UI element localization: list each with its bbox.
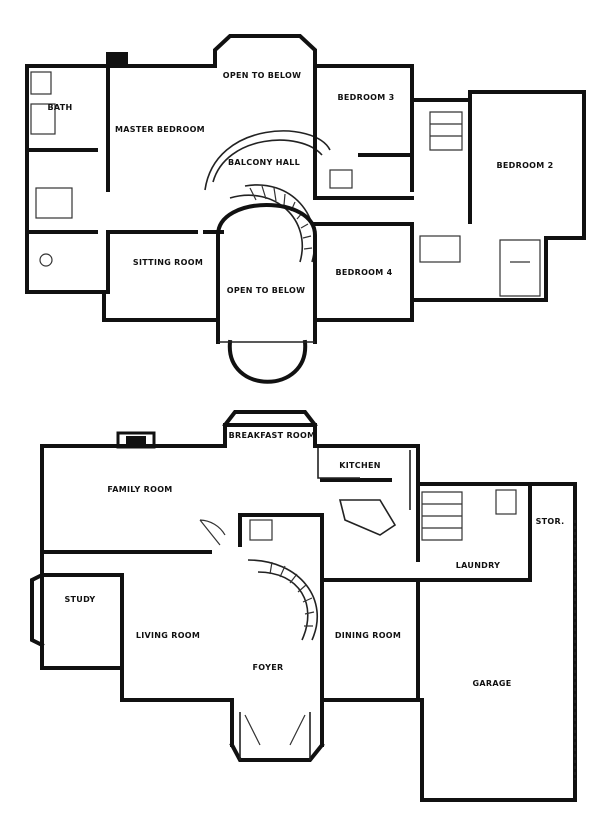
chimney-main: [116, 431, 156, 449]
svg-text:MASTER BEDROOM: MASTER BEDROOM: [115, 125, 205, 134]
svg-text:BEDROOM 3: BEDROOM 3: [338, 93, 395, 102]
main-floor-plan: BREAKFAST ROOM KITCHEN FAMILY ROOM STUDY…: [30, 410, 577, 802]
svg-text:BEDROOM 2: BEDROOM 2: [497, 161, 554, 170]
balcony-rail: [204, 130, 331, 191]
room-label-laundry: LAUNDRY: [456, 561, 501, 570]
room-label-family-room: FAMILY ROOM: [107, 485, 172, 494]
svg-text:DINING ROOM: DINING ROOM: [335, 631, 401, 640]
svg-text:FAMILY ROOM: FAMILY ROOM: [107, 485, 172, 494]
room-label-dining-room: DINING ROOM: [335, 631, 401, 640]
room-label-bedroom-3: BEDROOM 3: [338, 93, 395, 102]
main-interior-walls: [40, 478, 532, 702]
upper-open-below-arch: [216, 203, 317, 344]
upper-floor-plan: BATH MASTER BEDROOM OPEN TO BELOW BALCON…: [25, 34, 586, 384]
room-label-living-room: LIVING ROOM: [136, 631, 200, 640]
room-label-foyer: FOYER: [253, 663, 284, 672]
svg-text:LAUNDRY: LAUNDRY: [456, 561, 501, 570]
chimney-upper: [106, 52, 128, 66]
kitchen-counters: [317, 448, 411, 510]
room-label-balcony-hall: BALCONY HALL: [228, 158, 300, 167]
svg-text:GARAGE: GARAGE: [473, 679, 512, 688]
room-label-kitchen: KITCHEN: [339, 461, 380, 470]
svg-text:STUDY: STUDY: [64, 595, 95, 604]
study-bay: [30, 572, 45, 648]
svg-text:KITCHEN: KITCHEN: [339, 461, 380, 470]
svg-text:BREAKFAST ROOM: BREAKFAST ROOM: [229, 431, 316, 440]
svg-text:OPEN TO BELOW: OPEN TO BELOW: [223, 71, 302, 80]
svg-text:OPEN TO BELOW: OPEN TO BELOW: [227, 286, 306, 295]
upper-interior-walls: [25, 64, 472, 302]
room-label-master-bedroom: MASTER BEDROOM: [115, 125, 205, 134]
room-label-open-to-below-top: OPEN TO BELOW: [223, 71, 302, 80]
foyer-bay: [229, 742, 325, 762]
svg-text:LIVING ROOM: LIVING ROOM: [136, 631, 200, 640]
main-floor-outer-wall: [40, 423, 577, 802]
upper-bay-top: [213, 34, 317, 68]
room-label-sitting-room: SITTING ROOM: [133, 258, 203, 267]
room-label-garage: GARAGE: [473, 679, 512, 688]
upper-tub: [30, 71, 52, 95]
svg-text:FOYER: FOYER: [253, 663, 284, 672]
kitchen-island: [338, 499, 397, 536]
room-label-bath: BATH: [47, 103, 72, 112]
room-label-bedroom-2: BEDROOM 2: [497, 161, 554, 170]
room-label-stor: STOR.: [536, 517, 565, 526]
svg-text:BALCONY HALL: BALCONY HALL: [228, 158, 300, 167]
upper-bay-bottom: [227, 339, 308, 384]
room-label-study: STUDY: [64, 595, 95, 604]
svg-text:STOR.: STOR.: [536, 517, 565, 526]
room-label-bedroom-4: BEDROOM 4: [336, 268, 393, 277]
room-label-breakfast-room: BREAKFAST ROOM: [229, 431, 316, 440]
upper-stair: [229, 184, 316, 263]
breakfast-bay: [222, 410, 318, 428]
svg-text:SITTING ROOM: SITTING ROOM: [133, 258, 203, 267]
room-label-open-to-below-bottom: OPEN TO BELOW: [227, 286, 306, 295]
svg-text:BEDROOM 4: BEDROOM 4: [336, 268, 393, 277]
svg-text:BATH: BATH: [47, 103, 72, 112]
